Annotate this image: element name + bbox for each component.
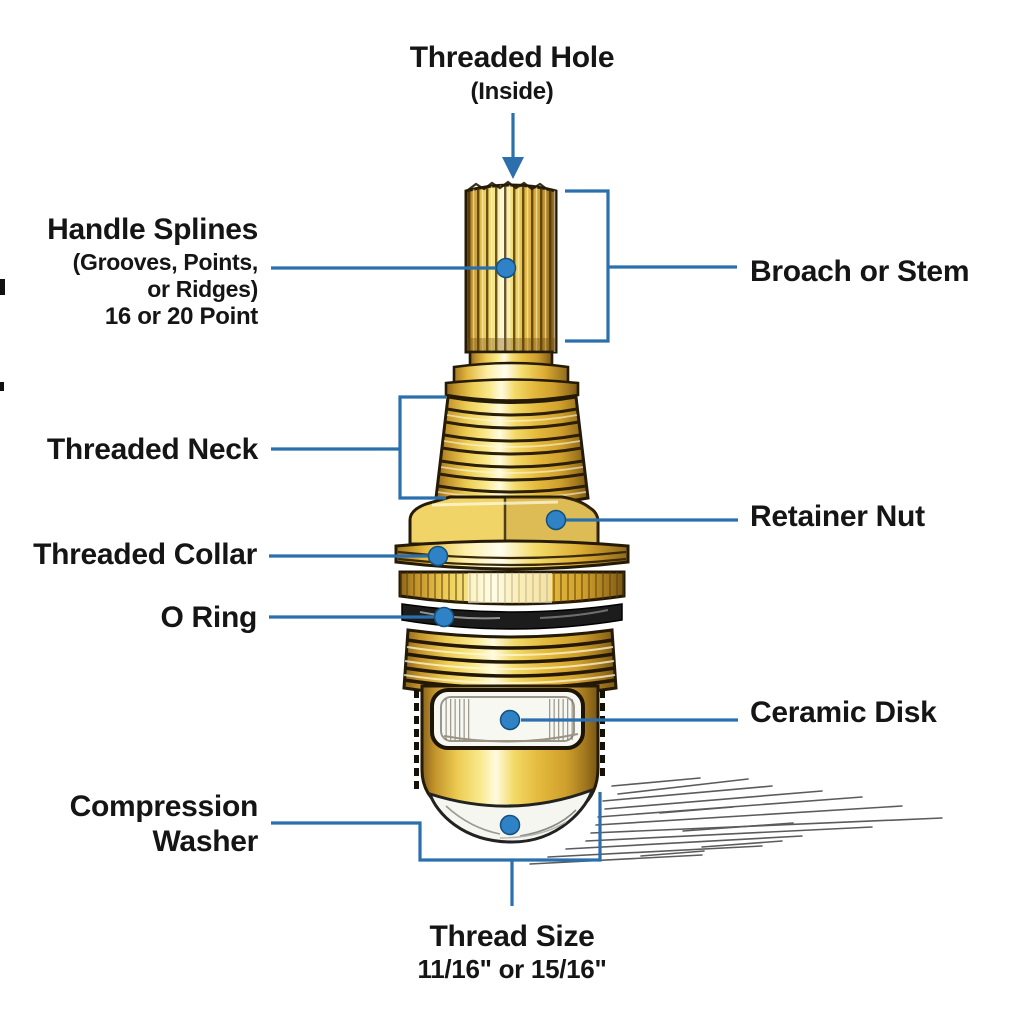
leader-lines bbox=[269, 113, 738, 906]
label-threaded-collar: Threaded Collar bbox=[33, 538, 257, 571]
label-retainer-nut: Retainer Nut bbox=[750, 500, 925, 533]
label-handle-splines-line4: 16 or 20 Point bbox=[104, 303, 258, 330]
label-threaded-hole: Threaded Hole bbox=[409, 41, 615, 74]
label-thread-size-sub: 11/16" or 15/16" bbox=[417, 954, 607, 984]
label-handle-splines-line2: (Grooves, Points, bbox=[72, 249, 259, 275]
edge-artifacts bbox=[0, 279, 5, 391]
label-compression-line2: Washer bbox=[152, 825, 259, 858]
compression-washer-bracket bbox=[271, 792, 602, 906]
label-ceramic-disk: Ceramic Disk bbox=[750, 696, 937, 729]
threaded-collar-dot bbox=[427, 545, 449, 567]
label-handle-splines-line3: or Ridges) bbox=[147, 276, 258, 302]
callout-dots bbox=[427, 257, 567, 836]
threaded-collar-part bbox=[394, 539, 630, 571]
threaded-neck-part bbox=[434, 395, 590, 507]
o-ring-part bbox=[401, 603, 623, 630]
label-handle-splines: Handle Splines (Grooves, Points, or Ridg… bbox=[47, 213, 258, 331]
label-thread-size: Thread Size bbox=[429, 920, 595, 953]
label-threaded-hole-sub: (Inside) bbox=[470, 78, 554, 105]
ceramic-disk-dot bbox=[499, 709, 521, 731]
knurled-ring-part bbox=[398, 570, 626, 606]
label-handle-splines-title: Handle Splines bbox=[47, 213, 258, 246]
shadow-hatching bbox=[529, 777, 943, 865]
label-compression-washer: Compression Washer bbox=[69, 790, 259, 858]
o-ring-dot bbox=[433, 606, 455, 628]
compression-washer-dot bbox=[499, 814, 521, 836]
handle-splines-dot bbox=[495, 257, 517, 279]
lower-thread-rings bbox=[402, 628, 618, 698]
label-o-ring: O Ring bbox=[160, 601, 257, 634]
stem-base-flange bbox=[444, 350, 580, 402]
label-broach-or-stem: Broach or Stem bbox=[750, 255, 970, 288]
broach-or-stem-bracket bbox=[565, 189, 737, 343]
threaded-neck-bracket bbox=[271, 395, 446, 500]
arrow-head-icon bbox=[502, 157, 524, 179]
retainer-nut-dot bbox=[545, 509, 567, 531]
label-threaded-neck: Threaded Neck bbox=[46, 433, 258, 466]
label-compression-line1: Compression bbox=[69, 790, 259, 823]
